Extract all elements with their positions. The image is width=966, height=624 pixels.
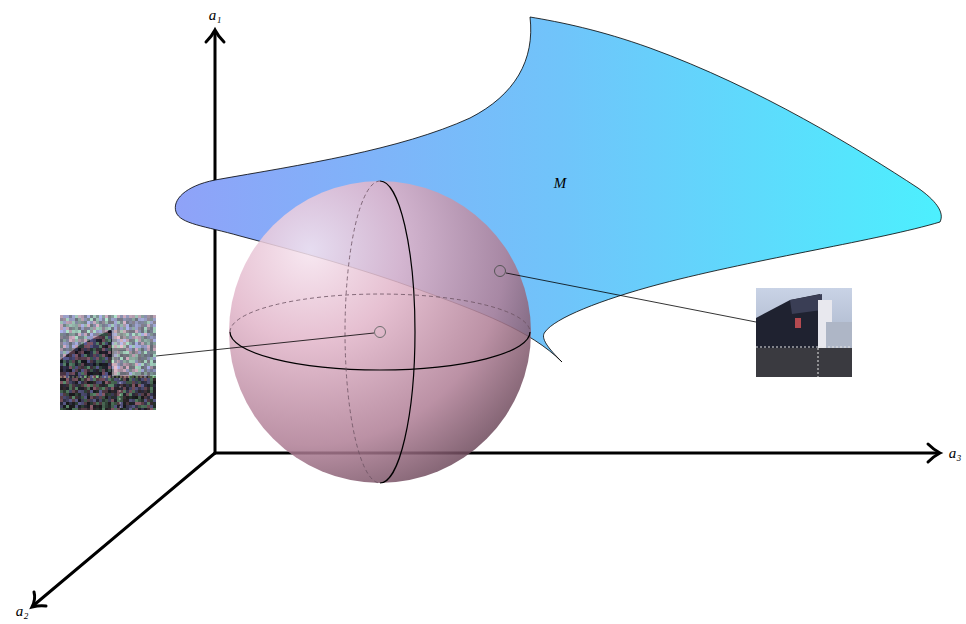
axis-label: a₂ [16,603,29,620]
clean-image [756,288,852,377]
leader-lines [156,273,756,356]
axis-label: a₁ [209,7,222,24]
noisy-image [60,315,156,410]
manifold-label: M [554,175,567,192]
ball-neighbourhood [229,181,531,483]
axis-label: a₃ [949,445,962,462]
noise-pattern [60,315,156,410]
